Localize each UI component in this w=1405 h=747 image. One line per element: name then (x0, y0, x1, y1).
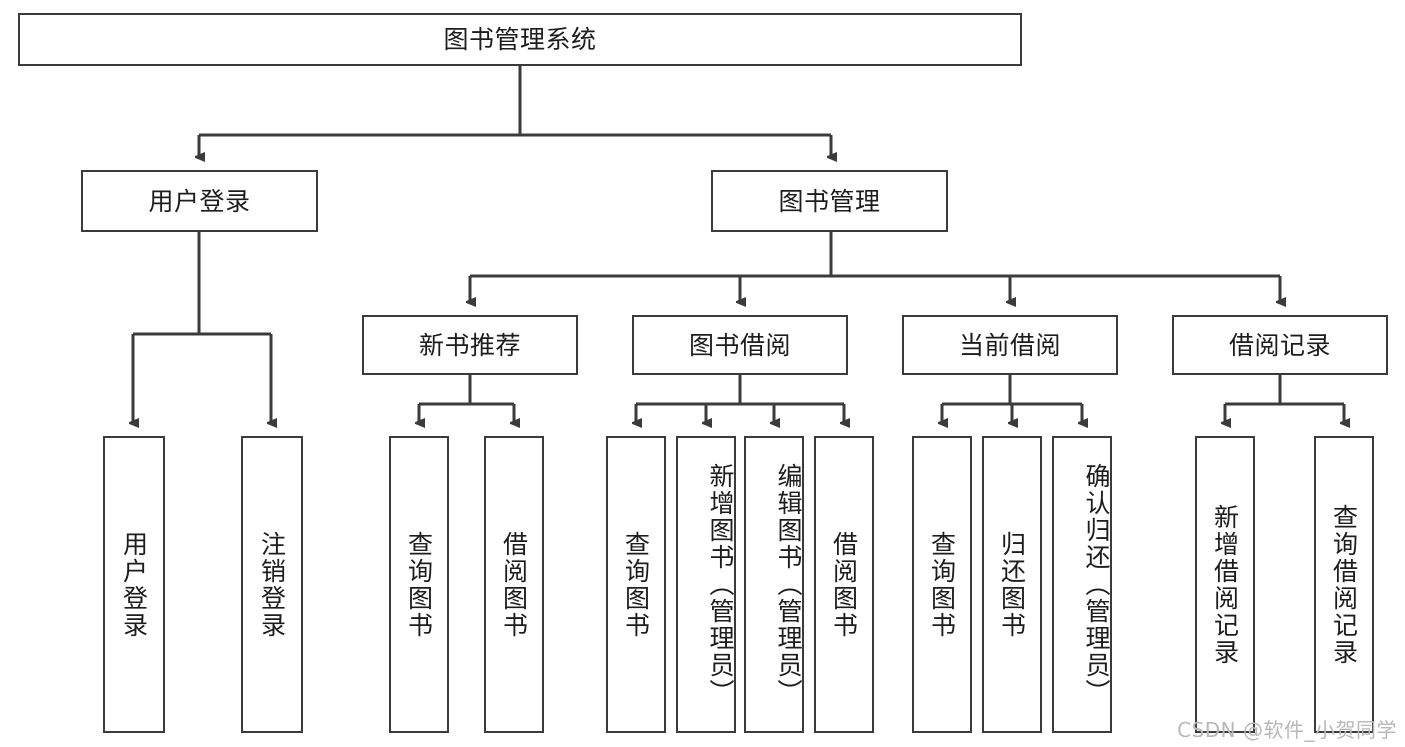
node-leaf-query-book-1-label: 查询图书 (404, 530, 434, 639)
node-leaf-confirm-return[interactable]: 确认归还（管理员） (1052, 436, 1112, 733)
node-borrow-record-label: 借阅记录 (1228, 330, 1331, 360)
node-leaf-user-logout[interactable]: 注销登录 (241, 436, 303, 733)
node-leaf-add-record-label: 新增借阅记录 (1210, 503, 1240, 666)
node-leaf-borrow-book-2[interactable]: 借阅图书 (814, 436, 874, 733)
node-user-login[interactable]: 用户登录 (81, 170, 318, 232)
node-book-manage[interactable]: 图书管理 (711, 170, 948, 232)
node-leaf-return-book-label: 归还图书 (997, 530, 1027, 639)
node-root[interactable]: 图书管理系统 (18, 13, 1022, 66)
node-root-label: 图书管理系统 (443, 25, 597, 54)
node-leaf-query-book-2-label: 查询图书 (621, 530, 651, 639)
node-leaf-query-book-1[interactable]: 查询图书 (389, 436, 449, 733)
node-current-borrow[interactable]: 当前借阅 (902, 315, 1118, 375)
node-leaf-user-login-label: 用户登录 (119, 530, 149, 639)
node-leaf-add-book[interactable]: 新增图书（管理员） (676, 436, 736, 733)
node-book-manage-label: 图书管理 (778, 186, 881, 216)
node-leaf-add-book-label: 新增图书（管理员） (706, 463, 735, 706)
node-leaf-query-record-label: 查询借阅记录 (1329, 503, 1359, 666)
node-user-login-label: 用户登录 (148, 186, 251, 216)
node-new-book-recommend[interactable]: 新书推荐 (362, 315, 578, 375)
node-leaf-edit-book[interactable]: 编辑图书（管理员） (744, 436, 804, 733)
node-leaf-add-record[interactable]: 新增借阅记录 (1195, 436, 1255, 733)
node-leaf-query-record[interactable]: 查询借阅记录 (1314, 436, 1374, 733)
node-borrow-record[interactable]: 借阅记录 (1172, 315, 1388, 375)
node-leaf-borrow-book-1[interactable]: 借阅图书 (484, 436, 544, 733)
node-book-borrow[interactable]: 图书借阅 (632, 315, 848, 375)
node-leaf-query-book-3-label: 查询图书 (927, 530, 957, 639)
node-leaf-confirm-return-label: 确认归还（管理员） (1082, 463, 1111, 706)
node-leaf-user-logout-label: 注销登录 (257, 530, 287, 639)
node-leaf-borrow-book-2-label: 借阅图书 (829, 530, 859, 639)
node-leaf-query-book-2[interactable]: 查询图书 (606, 436, 666, 733)
node-leaf-borrow-book-1-label: 借阅图书 (499, 530, 529, 639)
node-leaf-user-login[interactable]: 用户登录 (103, 436, 165, 733)
node-leaf-return-book[interactable]: 归还图书 (982, 436, 1042, 733)
node-book-borrow-label: 图书借阅 (688, 330, 791, 360)
node-leaf-query-book-3[interactable]: 查询图书 (912, 436, 972, 733)
node-new-book-recommend-label: 新书推荐 (418, 330, 521, 360)
node-leaf-edit-book-label: 编辑图书（管理员） (774, 463, 803, 706)
node-current-borrow-label: 当前借阅 (958, 330, 1061, 360)
